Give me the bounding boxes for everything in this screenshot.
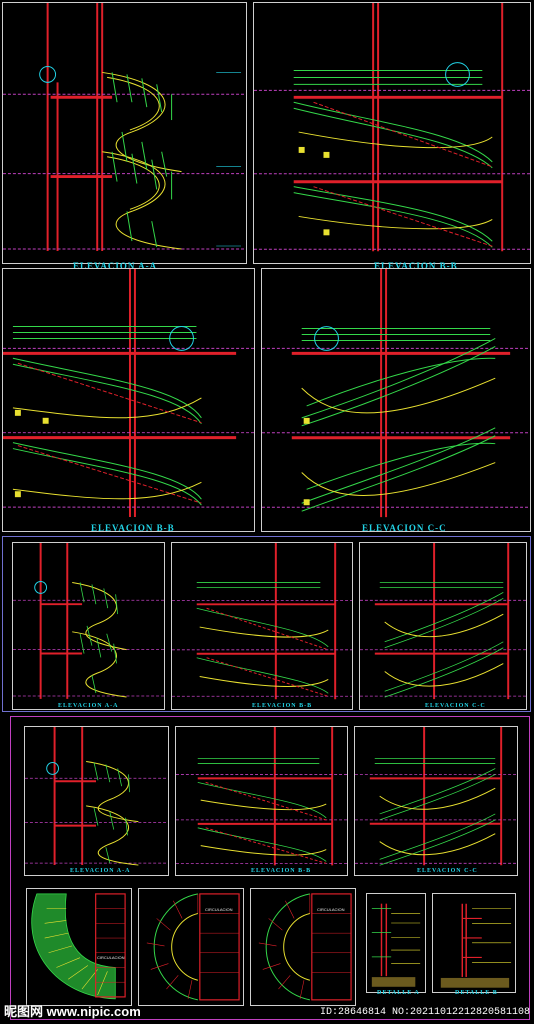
stair-elevation-drawing xyxy=(25,727,168,866)
stair-elevation-drawing xyxy=(355,727,517,866)
stair-elevation-drawing xyxy=(13,543,164,699)
stair-elevation-drawing xyxy=(3,3,246,251)
detail-title: DETALLE A xyxy=(377,990,420,996)
sheet-frame-row4 xyxy=(10,716,530,1020)
circulation-label: CIRCULACION xyxy=(205,907,233,912)
circulation-label: CIRCULACION xyxy=(317,907,345,912)
elevation-title: ELEVACION B-B xyxy=(374,261,458,271)
sheet-frame-row3 xyxy=(2,536,531,712)
stair-elevation-drawing xyxy=(3,269,254,518)
elevation-title: ELEVACION B-B xyxy=(251,868,312,874)
stair-elevation-drawing xyxy=(360,543,526,700)
stair-plan-2: CIRCULACION xyxy=(138,888,244,1006)
elevation-title: ELEVACION A-A xyxy=(70,868,131,874)
stair-elevation-drawing xyxy=(262,269,530,518)
detail-b-panel: DETALLE B xyxy=(432,893,516,996)
elevation-panel-c-c-sheet: ELEVACION C-C xyxy=(354,726,518,876)
elevation-panel-c-c-small: ELEVACION C-C xyxy=(359,542,527,710)
detail-title: DETALLE B xyxy=(455,990,498,996)
elevation-title: ELEVACION C-C xyxy=(362,523,447,533)
detail-drawing xyxy=(371,903,421,987)
elevation-title: ELEVACION C-C xyxy=(425,703,486,709)
elevation-panel-b-b-top: ELEVACION B-B xyxy=(253,2,531,271)
elevation-title: ELEVACION A-A xyxy=(58,703,119,709)
elevation-title: ELEVACION A-A xyxy=(73,261,158,271)
circulation-label: CIRCULACION xyxy=(97,955,125,960)
elevation-panel-b-b-mid: ELEVACION B-B xyxy=(2,268,255,533)
stair-elevation-drawing xyxy=(176,727,347,866)
elevation-panel-a-a-small: ELEVACION A-A xyxy=(12,542,165,710)
spiral-stair-plan xyxy=(258,893,352,1001)
elevation-panel-a-a-sheet: ELEVACION A-A xyxy=(24,726,169,876)
elevation-panel-c-c-mid: ELEVACION C-C xyxy=(261,268,531,533)
spiral-stair-plan xyxy=(146,893,240,1001)
elevation-panel-b-b-small: ELEVACION B-B xyxy=(171,542,353,710)
elevation-panel-b-b-sheet: ELEVACION B-B xyxy=(175,726,348,876)
elevation-title: ELEVACION C-C xyxy=(417,868,478,874)
detail-a-panel: DETALLE A xyxy=(366,893,426,996)
elevation-panel-a-a-top: ELEVACION A-A xyxy=(2,2,247,271)
spiral-stair-plan xyxy=(31,893,126,1000)
image-id-watermark: ID:28646814 NO:20211012212820581108 xyxy=(319,1007,530,1018)
stair-plan-1: CIRCULACION xyxy=(26,888,132,1006)
stair-elevation-drawing xyxy=(254,3,530,252)
stair-plan-3: CIRCULACION xyxy=(250,888,356,1006)
detail-drawing xyxy=(440,903,512,988)
stair-elevation-drawing xyxy=(172,543,352,700)
elevation-title: ELEVACION B-B xyxy=(252,703,313,709)
site-watermark: 昵图网 www.nipic.com xyxy=(4,1004,141,1019)
elevation-title: ELEVACION B-B xyxy=(91,523,175,533)
